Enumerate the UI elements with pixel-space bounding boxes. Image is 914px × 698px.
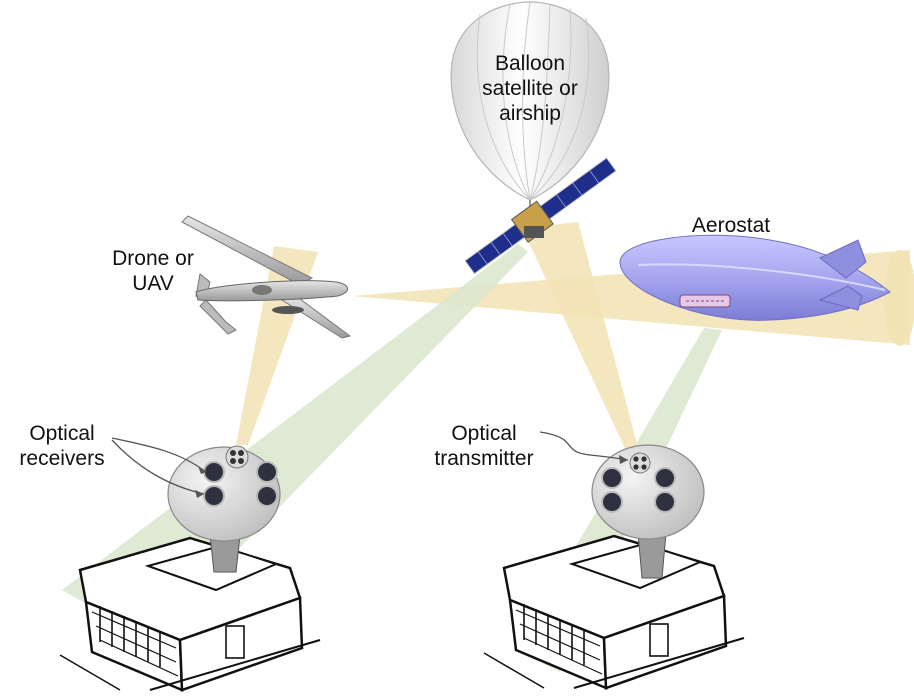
transmitter-pointer (539, 431, 629, 461)
drone (181, 215, 352, 339)
drone-label-line-2: UAV (132, 272, 174, 295)
receivers-pointer-top (111, 437, 207, 473)
optical-transmitter-label: Optical transmitter (420, 421, 548, 471)
balloon-label-line-2: satellite or (482, 77, 578, 100)
aerostat-tail-beam (884, 250, 914, 346)
optical-receivers-label: Optical receivers (12, 421, 112, 471)
balloon-label-line-3: airship (499, 102, 561, 125)
right-ground-station (483, 444, 745, 690)
left-ground-station (59, 445, 321, 692)
drone-label: Drone or UAV (98, 246, 208, 296)
receivers-pointer-bottom (111, 439, 205, 495)
beam-balloon-to-right-transmitter (522, 222, 640, 455)
aerostat-label-text: Aerostat (691, 214, 771, 237)
label-pointers (111, 431, 629, 498)
drone-label-line-1: Drone or (112, 247, 194, 270)
satellite (464, 157, 617, 275)
aerostat (619, 234, 891, 321)
optical-transmitter-line-2: transmitter (434, 447, 534, 470)
balloon (450, 1, 610, 212)
optical-receivers-line-1: Optical (29, 422, 95, 445)
balloon-label-line-1: Balloon (494, 52, 566, 75)
optical-receivers-line-2: receivers (19, 447, 105, 470)
balloon-label: Balloon satellite or airship (470, 51, 590, 126)
aerostat-label: Aerostat (676, 213, 786, 238)
optical-transmitter-line-1: Optical (451, 422, 517, 445)
